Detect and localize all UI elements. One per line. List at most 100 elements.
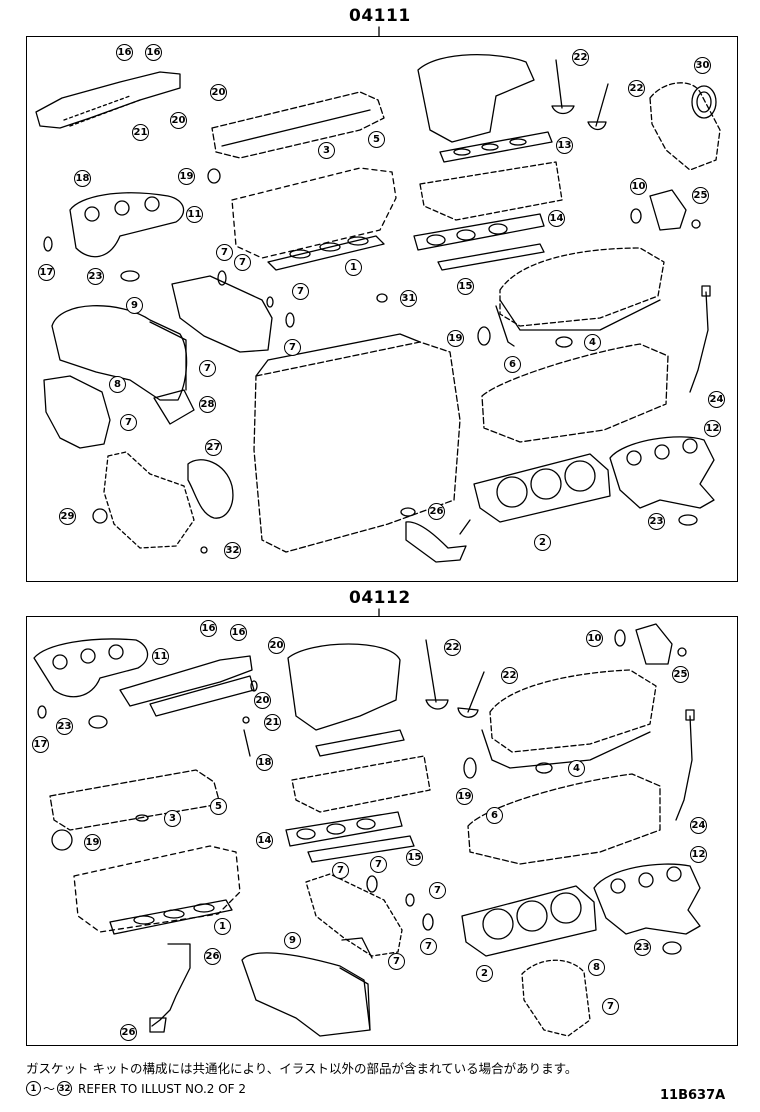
part-number-circle: 17 <box>38 264 55 281</box>
part-callout: 7 <box>199 360 216 377</box>
part-callout: 9 <box>126 297 143 314</box>
part-callout: 12 <box>704 420 721 437</box>
part-number-circle: 7 <box>388 953 405 970</box>
part-number-circle: 13 <box>556 137 573 154</box>
part-callout: 19 <box>84 834 101 851</box>
part-callout: 24 <box>708 391 725 408</box>
part-number-circle: 7 <box>199 360 216 377</box>
part-callout: 1 <box>214 918 231 935</box>
part-callout: 21 <box>264 714 281 731</box>
part-callout: 12 <box>690 846 707 863</box>
part-number-circle: 4 <box>568 760 585 777</box>
part-callout: 11 <box>186 206 203 223</box>
part-callout: 7 <box>602 998 619 1015</box>
panel-title-04112: 04112 <box>349 588 411 608</box>
part-number-circle: 15 <box>406 849 423 866</box>
part-number-circle: 8 <box>109 376 126 393</box>
part-callout: 15 <box>457 278 474 295</box>
part-callout: 23 <box>56 718 73 735</box>
part-callout: 17 <box>32 736 49 753</box>
part-number-circle: 7 <box>370 856 387 873</box>
part-number-circle: 23 <box>56 718 73 735</box>
part-callout: 14 <box>548 210 565 227</box>
part-callout: 7 <box>370 856 387 873</box>
part-callout: 7 <box>292 283 309 300</box>
part-callout: 16 <box>116 44 133 61</box>
part-callout: 10 <box>630 178 647 195</box>
part-number-circle: 22 <box>572 49 589 66</box>
part-callout: 21 <box>132 124 149 141</box>
part-callout: 4 <box>584 334 601 351</box>
part-number-circle: 3 <box>318 142 335 159</box>
part-callout: 19 <box>456 788 473 805</box>
part-number-circle: 14 <box>548 210 565 227</box>
part-callout: 24 <box>690 817 707 834</box>
part-callout: 2 <box>476 965 493 982</box>
part-number-circle: 10 <box>586 630 603 647</box>
part-number-circle: 25 <box>692 187 709 204</box>
part-number-circle: 1 <box>214 918 231 935</box>
part-callout: 18 <box>256 754 273 771</box>
part-callout: 15 <box>406 849 423 866</box>
part-number-circle: 17 <box>32 736 49 753</box>
part-number-circle: 22 <box>444 639 461 656</box>
part-number-circle: 7 <box>120 414 137 431</box>
part-number-circle: 21 <box>264 714 281 731</box>
ref-text: REFER TO ILLUST NO.2 OF 2 <box>78 1081 247 1096</box>
part-callout: 26 <box>428 503 445 520</box>
part-callout: 16 <box>145 44 162 61</box>
part-callout: 7 <box>120 414 137 431</box>
part-number-circle: 19 <box>456 788 473 805</box>
part-number-circle: 10 <box>630 178 647 195</box>
part-number-circle: 28 <box>199 396 216 413</box>
part-callout: 22 <box>501 667 518 684</box>
part-number-circle: 22 <box>628 80 645 97</box>
part-number-circle: 16 <box>200 620 217 637</box>
part-number-circle: 15 <box>457 278 474 295</box>
part-callout: 20 <box>268 637 285 654</box>
part-callout: 19 <box>447 330 464 347</box>
part-callout: 18 <box>74 170 91 187</box>
part-callout: 5 <box>368 131 385 148</box>
part-number-circle: 23 <box>634 939 651 956</box>
part-number-circle: 16 <box>230 624 247 641</box>
part-callout: 22 <box>444 639 461 656</box>
part-callout: 17 <box>38 264 55 281</box>
part-number-circle: 18 <box>256 754 273 771</box>
part-number-circle: 1 <box>345 259 362 276</box>
part-callout: 25 <box>692 187 709 204</box>
part-number-circle: 19 <box>447 330 464 347</box>
part-number-circle: 19 <box>84 834 101 851</box>
footer-reference: 1 ～ 32 REFER TO ILLUST NO.2 OF 2 <box>26 1080 246 1097</box>
part-number-circle: 7 <box>292 283 309 300</box>
part-number-circle: 29 <box>59 508 76 525</box>
part-callout: 7 <box>332 862 349 879</box>
part-callout: 8 <box>588 959 605 976</box>
part-callout: 7 <box>388 953 405 970</box>
part-callout: 10 <box>586 630 603 647</box>
part-number-circle: 2 <box>476 965 493 982</box>
part-callout: 19 <box>178 168 195 185</box>
part-number-circle: 26 <box>428 503 445 520</box>
part-number-circle: 22 <box>501 667 518 684</box>
part-number-circle: 5 <box>210 798 227 815</box>
part-number-circle: 30 <box>694 57 711 74</box>
part-callout: 7 <box>234 254 251 271</box>
part-number-circle: 20 <box>268 637 285 654</box>
part-number-circle: 20 <box>210 84 227 101</box>
part-callout: 14 <box>256 832 273 849</box>
part-number-circle: 25 <box>672 666 689 683</box>
part-number-circle: 9 <box>126 297 143 314</box>
ref-start-circle: 1 <box>26 1081 41 1096</box>
part-callout: 31 <box>400 290 417 307</box>
diagram-panel-04111 <box>26 36 738 582</box>
part-number-circle: 5 <box>368 131 385 148</box>
part-callout: 6 <box>504 356 521 373</box>
part-callout: 1 <box>345 259 362 276</box>
part-number-circle: 26 <box>120 1024 137 1041</box>
part-callout: 23 <box>648 513 665 530</box>
part-number-circle: 7 <box>234 254 251 271</box>
part-callout: 22 <box>572 49 589 66</box>
panel-title-04111: 04111 <box>349 6 411 26</box>
